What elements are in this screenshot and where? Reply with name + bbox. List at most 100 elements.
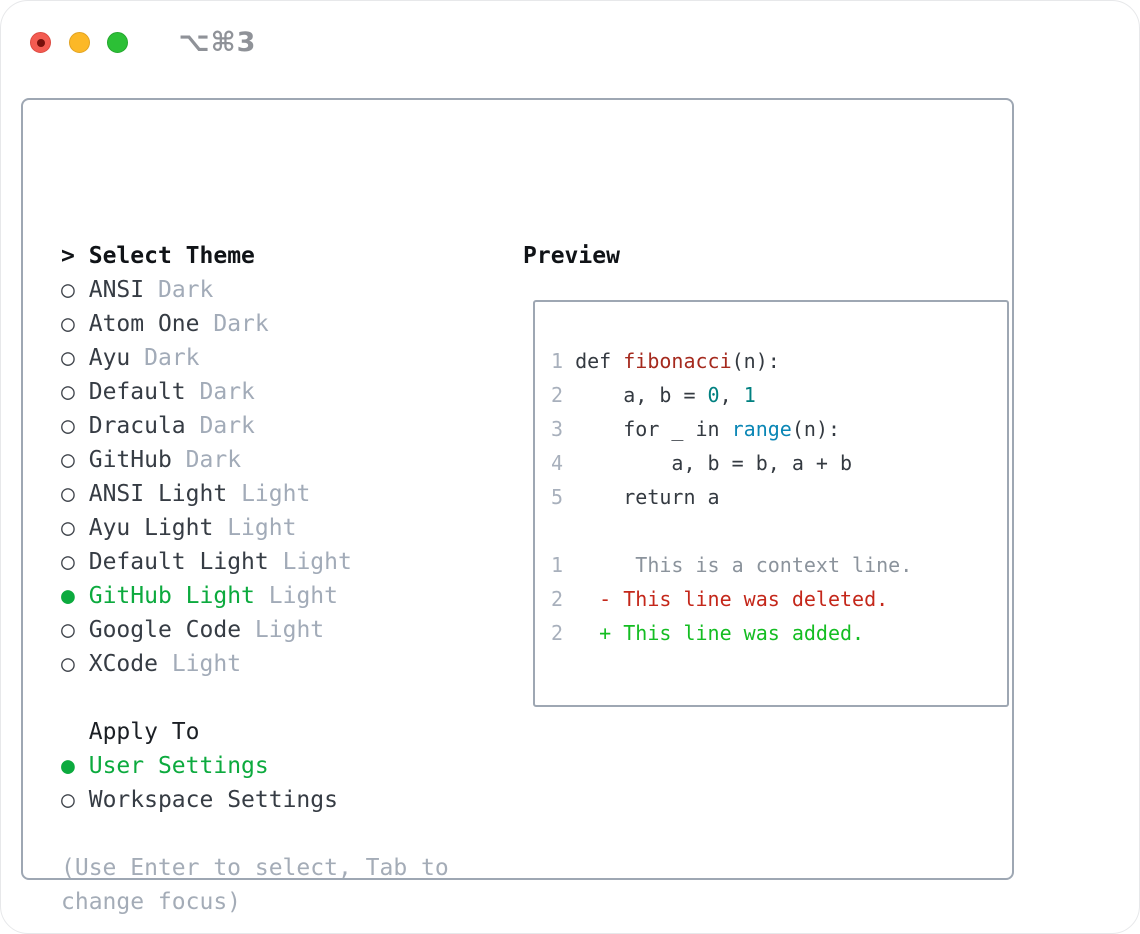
apply-to-label: Apply To (88, 719, 200, 745)
theme-name: GitHub Light (88, 583, 255, 609)
zoom-button[interactable] (107, 32, 128, 53)
code-token-number: 1 (743, 383, 756, 407)
line-number: 1 (551, 553, 564, 577)
code-token-context: This is a context line. (575, 553, 913, 577)
apply-option-workspace-settings[interactable]: ○ Workspace Settings (61, 783, 449, 817)
radio-unselected-icon: ○ (61, 277, 75, 303)
theme-name: Dracula (88, 413, 186, 439)
spacer (61, 681, 449, 715)
theme-picker-panel: > Select Theme ○ ANSI Dark○ Atom One Dar… (21, 98, 1014, 915)
theme-variant: Dark (157, 277, 214, 303)
code-token-added: + This line was added. (575, 621, 865, 645)
theme-variant: Light (254, 617, 325, 643)
theme-option-ansi[interactable]: ○ ANSI Dark (61, 273, 449, 307)
theme-variant: Dark (185, 447, 242, 473)
radio-unselected-icon: ○ (61, 787, 75, 813)
apply-to-list: ● User Settings○ Workspace Settings (61, 749, 449, 817)
theme-option-default[interactable]: ○ Default Dark (61, 375, 449, 409)
close-dot-icon (36, 38, 45, 47)
theme-name: Atom One (88, 311, 200, 337)
theme-variant: Dark (213, 311, 269, 337)
theme-name: ANSI (88, 277, 145, 303)
code-token-code: a, b = b, a + b (575, 451, 853, 475)
code-line: 2 a, b = 0, 1 (551, 378, 1007, 412)
hint-line: (Use Enter to select, Tab to (61, 855, 449, 881)
theme-name: Google Code (88, 617, 242, 643)
apply-to-header: Apply To (61, 715, 449, 749)
close-button[interactable] (30, 32, 51, 53)
code-blank-line (551, 514, 1007, 548)
theme-variant: Dark (144, 345, 200, 371)
radio-unselected-icon: ○ (61, 481, 75, 507)
code-token-deleted: - This line was deleted. (575, 587, 889, 611)
line-number (551, 519, 563, 543)
hint-line: change focus) (61, 889, 242, 915)
theme-variant: Light (282, 549, 352, 575)
theme-option-dracula[interactable]: ○ Dracula Dark (61, 409, 449, 443)
line-number: 4 (551, 451, 564, 475)
line-number: 2 (551, 621, 564, 645)
theme-list-column: > Select Theme ○ ANSI Dark○ Atom One Dar… (61, 239, 449, 919)
theme-name: Default (88, 379, 186, 405)
theme-name: Ayu (88, 345, 131, 371)
code-line: 3 for _ in range(n): (551, 412, 1007, 446)
line-number: 2 (551, 587, 564, 611)
theme-option-ayu-light[interactable]: ○ Ayu Light Light (61, 511, 449, 545)
select-theme-label: Select Theme (88, 243, 255, 269)
theme-list: ○ ANSI Dark○ Atom One Dark○ Ayu Dark○ De… (61, 273, 449, 681)
titlebar: ⌥⌘3 (30, 27, 256, 58)
window-title: ⌥⌘3 (178, 27, 257, 58)
theme-option-google-code[interactable]: ○ Google Code Light (61, 613, 449, 647)
code-token-code: return a (575, 485, 720, 509)
minimize-button[interactable] (68, 32, 90, 53)
line-number: 2 (551, 383, 564, 407)
theme-variant: Light (227, 515, 297, 541)
code-token-code: (n): (731, 349, 780, 373)
code-line: 1 This is a context line. (551, 548, 1007, 582)
code-token-builtin: range (731, 417, 792, 441)
code-token-code: for _ in (575, 417, 732, 441)
radio-unselected-icon: ○ (61, 379, 75, 405)
theme-variant: Light (171, 651, 242, 677)
theme-variant: Dark (199, 379, 255, 405)
code-line: 2 + This line was added. (551, 616, 1007, 650)
code-line: 1 def fibonacci(n): (551, 344, 1007, 378)
theme-name: Ayu Light (88, 515, 214, 541)
radio-unselected-icon: ○ (61, 413, 75, 439)
code-token-number: 0 (707, 383, 720, 407)
theme-variant: Light (241, 481, 311, 507)
theme-option-github[interactable]: ○ GitHub Dark (61, 443, 449, 477)
radio-selected-icon: ● (61, 583, 75, 609)
code-token-code: , (719, 383, 744, 407)
theme-variant: Dark (199, 413, 255, 439)
theme-variant: Light (268, 583, 338, 609)
code-line: 5 return a (551, 480, 1007, 514)
theme-name: ANSI Light (88, 481, 228, 507)
code-line: 4 a, b = b, a + b (551, 446, 1007, 480)
radio-unselected-icon: ○ (61, 311, 75, 337)
theme-option-xcode[interactable]: ○ XCode Light (61, 647, 449, 681)
spacer (61, 817, 449, 851)
theme-option-github-light[interactable]: ● GitHub Light Light (61, 579, 449, 613)
theme-option-ansi-light[interactable]: ○ ANSI Light Light (61, 477, 449, 511)
line-number: 1 (551, 349, 564, 373)
theme-option-ayu[interactable]: ○ Ayu Dark (61, 341, 449, 375)
radio-selected-icon: ● (61, 753, 75, 779)
apply-option-user-settings[interactable]: ● User Settings (61, 749, 449, 783)
code-line: 2 - This line was deleted. (551, 582, 1007, 616)
keyboard-hint: (Use Enter to select, Tab to change focus… (61, 851, 449, 919)
radio-unselected-icon: ○ (61, 651, 75, 677)
radio-unselected-icon: ○ (61, 447, 75, 473)
apply-option-label: Workspace Settings (88, 787, 338, 813)
theme-option-atom-one[interactable]: ○ Atom One Dark (61, 307, 449, 341)
theme-option-default-light[interactable]: ○ Default Light Light (61, 545, 449, 579)
code-token-code: (n): (791, 417, 841, 441)
preview-header: Preview (523, 243, 620, 269)
apply-option-label: User Settings (88, 753, 269, 779)
select-theme-header: > Select Theme (61, 239, 449, 273)
radio-unselected-icon: ○ (61, 345, 75, 371)
radio-unselected-icon: ○ (61, 515, 75, 541)
line-number: 5 (551, 485, 564, 509)
